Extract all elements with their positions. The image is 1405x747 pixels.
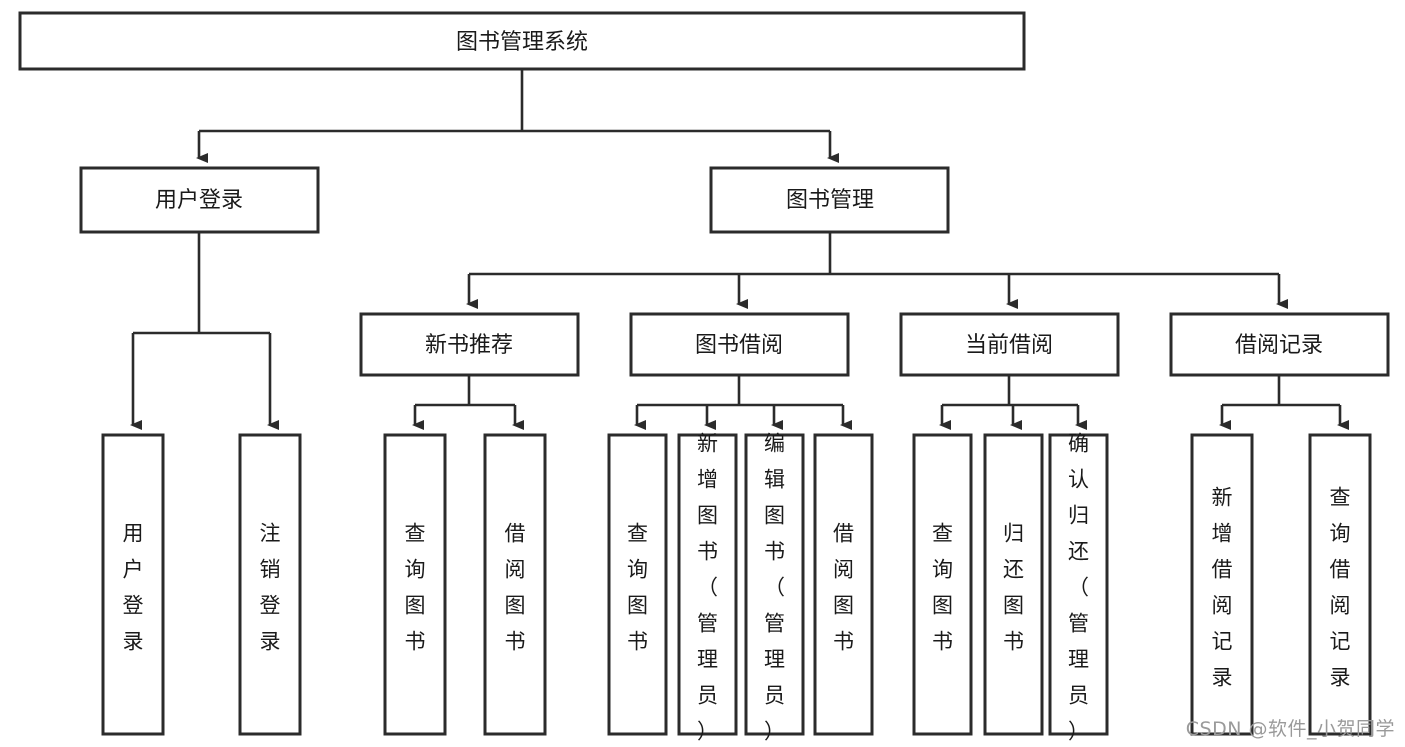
- node-leaf-confirm-return[interactable]: 确认归还（管理员）: [1048, 432, 1109, 744]
- leaf-query-book-2-label: 查询图书: [627, 522, 648, 654]
- leaf-user-login-label: 用户登录: [123, 522, 144, 654]
- root-label: 图书管理系统: [456, 30, 588, 55]
- leaf-confirm-return-label: 确认归还（管理员）: [1068, 432, 1089, 744]
- node-leaf-query-book-1[interactable]: 查询图书: [383, 433, 447, 736]
- book-borrow-label: 图书借阅: [695, 333, 783, 358]
- leaf-add-book-box: [677, 433, 738, 736]
- csdn-watermark: CSDN @软件_小贺同学: [1185, 718, 1395, 740]
- node-leaf-return-book[interactable]: 归还图书: [983, 433, 1044, 736]
- new-book-recommend-box: [359, 312, 580, 377]
- node-current-borrow[interactable]: 当前借阅: [899, 312, 1120, 377]
- node-leaf-query-book-3[interactable]: 查询图书: [912, 433, 973, 736]
- node-borrow-record[interactable]: 借阅记录: [1169, 312, 1390, 377]
- node-leaf-user-login[interactable]: 用户登录: [101, 433, 165, 736]
- leaf-borrow-book-1-box: [483, 433, 547, 736]
- connectors-new-book-recommend-to-leaves: [412, 375, 524, 430]
- node-leaf-edit-book[interactable]: 编辑图书（管理员）: [744, 432, 805, 744]
- borrow-record-label: 借阅记录: [1235, 333, 1323, 358]
- leaf-edit-book-label: 编辑图书（管理员）: [764, 432, 785, 744]
- user-login-label: 用户登录: [155, 188, 243, 213]
- current-borrow-box: [899, 312, 1120, 377]
- leaf-query-book-3-box: [912, 433, 973, 736]
- leaf-user-logout-box: [238, 433, 302, 736]
- node-book-borrow[interactable]: 图书借阅: [629, 312, 850, 377]
- node-leaf-borrow-book-2[interactable]: 借阅图书: [813, 433, 874, 736]
- node-leaf-add-record[interactable]: 新增借阅记录: [1190, 433, 1254, 736]
- connectors-user-login-to-leaves: [130, 232, 279, 430]
- leaf-query-book-2-box: [607, 433, 668, 736]
- leaf-query-book-1-box: [383, 433, 447, 736]
- leaf-user-logout-label: 注销登录: [260, 522, 281, 654]
- connectors-borrow-record-to-leaves: [1219, 375, 1349, 430]
- leaf-add-record-box: [1190, 433, 1254, 736]
- connectors-book-manage-to-level3: [466, 232, 1288, 309]
- leaf-query-book-1-label: 查询图书: [405, 522, 426, 654]
- current-borrow-label: 当前借阅: [965, 333, 1053, 358]
- node-book-manage[interactable]: 图书管理: [709, 166, 950, 234]
- leaf-query-book-3-label: 查询图书: [932, 522, 953, 654]
- connectors-book-borrow-to-leaves: [634, 375, 852, 430]
- book-manage-box: [709, 166, 950, 234]
- node-root[interactable]: 图书管理系统: [18, 11, 1026, 71]
- node-leaf-query-record[interactable]: 查询借阅记录: [1308, 433, 1372, 736]
- node-new-book-recommend[interactable]: 新书推荐: [359, 312, 580, 377]
- leaf-borrow-book-2-label: 借阅图书: [833, 522, 854, 654]
- leaf-return-book-box: [983, 433, 1044, 736]
- leaf-borrow-book-2-box: [813, 433, 874, 736]
- leaf-query-record-label: 查询借阅记录: [1330, 486, 1351, 690]
- root-box: [18, 11, 1026, 71]
- leaf-borrow-book-1-label: 借阅图书: [505, 522, 526, 654]
- book-borrow-box: [629, 312, 850, 377]
- leaf-return-book-label: 归还图书: [1003, 522, 1024, 654]
- leaf-confirm-return-box: [1048, 433, 1109, 736]
- node-leaf-borrow-book-1[interactable]: 借阅图书: [483, 433, 547, 736]
- connectors-current-borrow-to-leaves: [939, 375, 1087, 430]
- node-leaf-add-book[interactable]: 新增图书（管理员）: [677, 432, 738, 744]
- node-leaf-user-logout[interactable]: 注销登录: [238, 433, 302, 736]
- leaf-edit-book-box: [744, 433, 805, 736]
- leaf-add-book-label: 新增图书（管理员）: [697, 432, 718, 744]
- connectors-root-to-level2: [196, 69, 839, 163]
- leaf-add-record-label: 新增借阅记录: [1212, 486, 1233, 690]
- node-leaf-query-book-2[interactable]: 查询图书: [607, 433, 668, 736]
- node-user-login[interactable]: 用户登录: [79, 166, 320, 234]
- book-manage-label: 图书管理: [786, 188, 874, 213]
- user-login-box: [79, 166, 320, 234]
- borrow-record-box: [1169, 312, 1390, 377]
- leaf-node-layer: 用户登录 注销登录 查询图书 借阅图书 查询图书 新增图书（管理员） 编辑图书（管理员） 借阅…: [101, 432, 1372, 744]
- leaf-query-record-box: [1308, 433, 1372, 736]
- new-book-recommend-label: 新书推荐: [425, 333, 513, 358]
- leaf-user-login-box: [101, 433, 165, 736]
